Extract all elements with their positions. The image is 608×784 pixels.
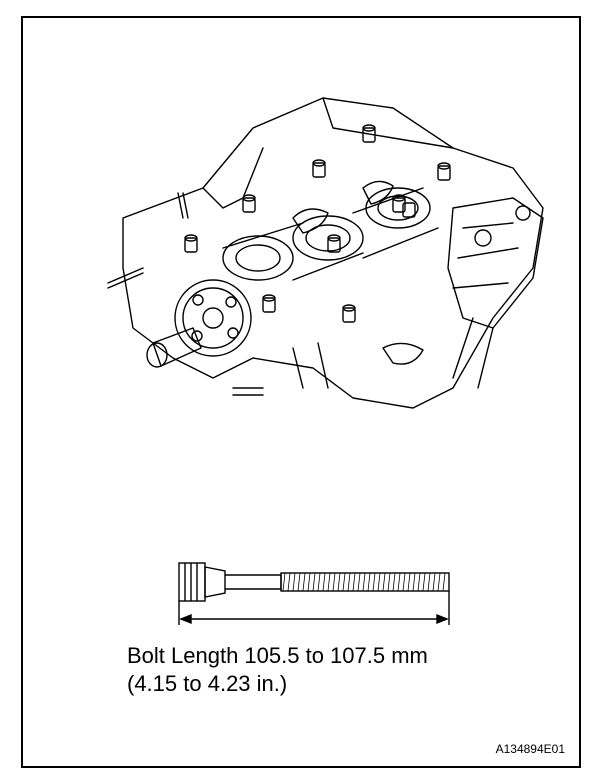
figure-id: A134894E01 [495,742,565,756]
illustration-frame: Bolt Length 105.5 to 107.5 mm (4.15 to 4… [21,16,581,768]
bolt-length-imperial: (4.15 to 4.23 in.) [127,671,288,696]
bolt-length-caption: Bolt Length 105.5 to 107.5 mm (4.15 to 4… [127,642,428,698]
bolt-length-metric: Bolt Length 105.5 to 107.5 mm [127,643,428,668]
head-bolt-illustration [178,562,450,625]
cylinder-head-illustration [107,97,544,409]
